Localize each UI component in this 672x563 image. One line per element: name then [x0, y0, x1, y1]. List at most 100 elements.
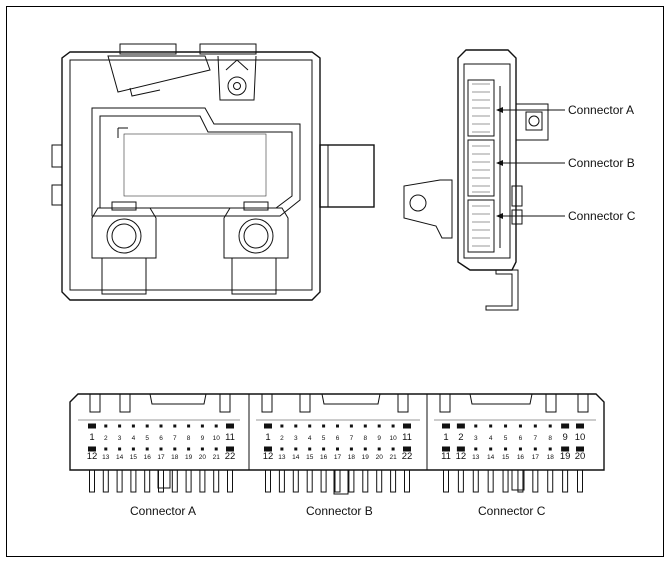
callout-connector-c: Connector C [568, 209, 636, 223]
connector-b-pin-mark [363, 424, 367, 428]
connector-b-pin-label: 9 [377, 435, 381, 442]
connector-c-pin-mark [474, 424, 478, 428]
connector-b-pin-mark [403, 446, 411, 452]
connector-a-pin-mark [200, 424, 204, 428]
connector-c-pin-mark [456, 446, 465, 452]
connector-b-pin-mark [308, 447, 312, 451]
terminal-leg [334, 469, 341, 493]
connector-a-pin-mark [145, 447, 149, 451]
connector-c-pin-mark [561, 446, 570, 452]
terminal-leg [185, 469, 192, 493]
connector-a-pin-label: 22 [225, 451, 236, 462]
terminal-leg [404, 469, 410, 493]
connector-b-pin-mark [322, 447, 326, 451]
connector-a-pin-label: 10 [213, 435, 221, 442]
connector-c-pin-mark [548, 424, 552, 428]
connector-a-pin-label: 17 [157, 454, 165, 461]
caption-connector-a: Connector A [130, 504, 196, 518]
terminal-leg [116, 469, 123, 493]
connector-b-pin-label: 22 [402, 451, 413, 462]
terminal-leg [348, 469, 355, 493]
connector-a-pin-mark [226, 446, 234, 452]
connector-a-pin-mark [173, 447, 177, 451]
connector-c-pin-label: 8 [548, 435, 552, 442]
connector-b-pin-label: 3 [294, 435, 298, 442]
terminal-leg [89, 469, 95, 493]
connector-a-pin-mark [200, 447, 204, 451]
connector-a-pin-label: 3 [118, 435, 122, 442]
connector-b-pin-label: 4 [308, 435, 312, 442]
connector-c-pin-mark [576, 446, 584, 452]
connector-c-pin-mark [504, 447, 508, 451]
connector-a-pin-mark [187, 447, 191, 451]
callout-connector-b: Connector B [568, 156, 635, 170]
connector-a-pin-label: 8 [187, 435, 191, 442]
terminal-leg [362, 469, 369, 493]
connector-b-pin-mark [391, 424, 395, 428]
connector-c-pin-mark [518, 447, 522, 451]
diagram-frame [6, 6, 664, 557]
connector-a-pin-label: 19 [185, 454, 193, 461]
connector-c-pin-label: 3 [474, 435, 478, 442]
connector-a-pin-label: 4 [132, 435, 136, 442]
connector-b-pin-label: 13 [278, 454, 286, 461]
connector-b-pin-mark [377, 447, 381, 451]
connector-c-pin-mark [489, 424, 493, 428]
connector-b-pin-label: 14 [292, 454, 300, 461]
connector-a-pin-mark [226, 423, 234, 429]
connector-a-pin-label: 1 [89, 432, 94, 443]
connector-a-pin-mark [88, 446, 96, 452]
connector-c-pin-label: 16 [517, 454, 525, 461]
connector-c-pin-label: 18 [547, 454, 555, 461]
connector-b-pin-mark [403, 423, 411, 429]
connector-c-pin-label: 17 [532, 454, 540, 461]
connector-c-pin-label: 14 [487, 454, 495, 461]
terminal-leg [213, 469, 220, 493]
terminal-leg [102, 469, 109, 493]
connector-c-pin-mark [456, 423, 465, 429]
connector-b-pin-mark [264, 423, 272, 429]
connector-a-pin-label: 13 [102, 454, 110, 461]
connector-c-pin-mark [474, 447, 478, 451]
connector-b-pin-mark [391, 447, 395, 451]
connector-b-pin-mark [308, 424, 312, 428]
connector-c-pin-mark [442, 423, 450, 429]
connector-b-pin-label: 2 [280, 435, 284, 442]
connector-b-pin-mark [377, 424, 381, 428]
terminal-leg [278, 469, 285, 493]
connector-a-pin-mark [131, 424, 135, 428]
connector-a-pin-mark [187, 424, 191, 428]
terminal-leg [547, 469, 554, 493]
connector-a-pin-label: 18 [171, 454, 179, 461]
connector-b-pin-label: 11 [402, 432, 412, 443]
connector-a-pin-label: 16 [144, 454, 152, 461]
connector-b-pin-label: 17 [334, 454, 342, 461]
connector-b-pin-mark [322, 424, 326, 428]
connector-b-pin-mark [280, 447, 284, 451]
connector-b-pin-mark [349, 424, 353, 428]
connector-a-pin-mark [131, 447, 135, 451]
terminal-leg [306, 469, 313, 493]
terminal-leg [517, 469, 524, 493]
terminal-leg [227, 469, 233, 493]
terminal-leg [457, 469, 464, 493]
connector-c-pin-label: 15 [502, 454, 510, 461]
connector-a-pin-mark [145, 424, 149, 428]
connector-b-pin-label: 19 [362, 454, 370, 461]
connector-b-pin-mark [336, 447, 339, 451]
connector-c-pin-mark [548, 447, 552, 451]
connector-c-pin-label: 10 [575, 432, 586, 443]
connector-b-pin-mark [294, 447, 298, 451]
connector-a-pin-mark [118, 447, 122, 451]
terminal-leg [158, 469, 164, 493]
module-side-view [403, 49, 549, 311]
terminal-leg [577, 469, 583, 493]
connector-c-pin-label: 1 [443, 432, 448, 443]
connector-b-pin-mark [280, 424, 284, 428]
connector-c-pin-mark [533, 424, 537, 428]
terminal-leg [130, 469, 137, 493]
connector-b-pin-label: 6 [336, 435, 340, 442]
connector-a-pin-label: 20 [199, 454, 207, 461]
